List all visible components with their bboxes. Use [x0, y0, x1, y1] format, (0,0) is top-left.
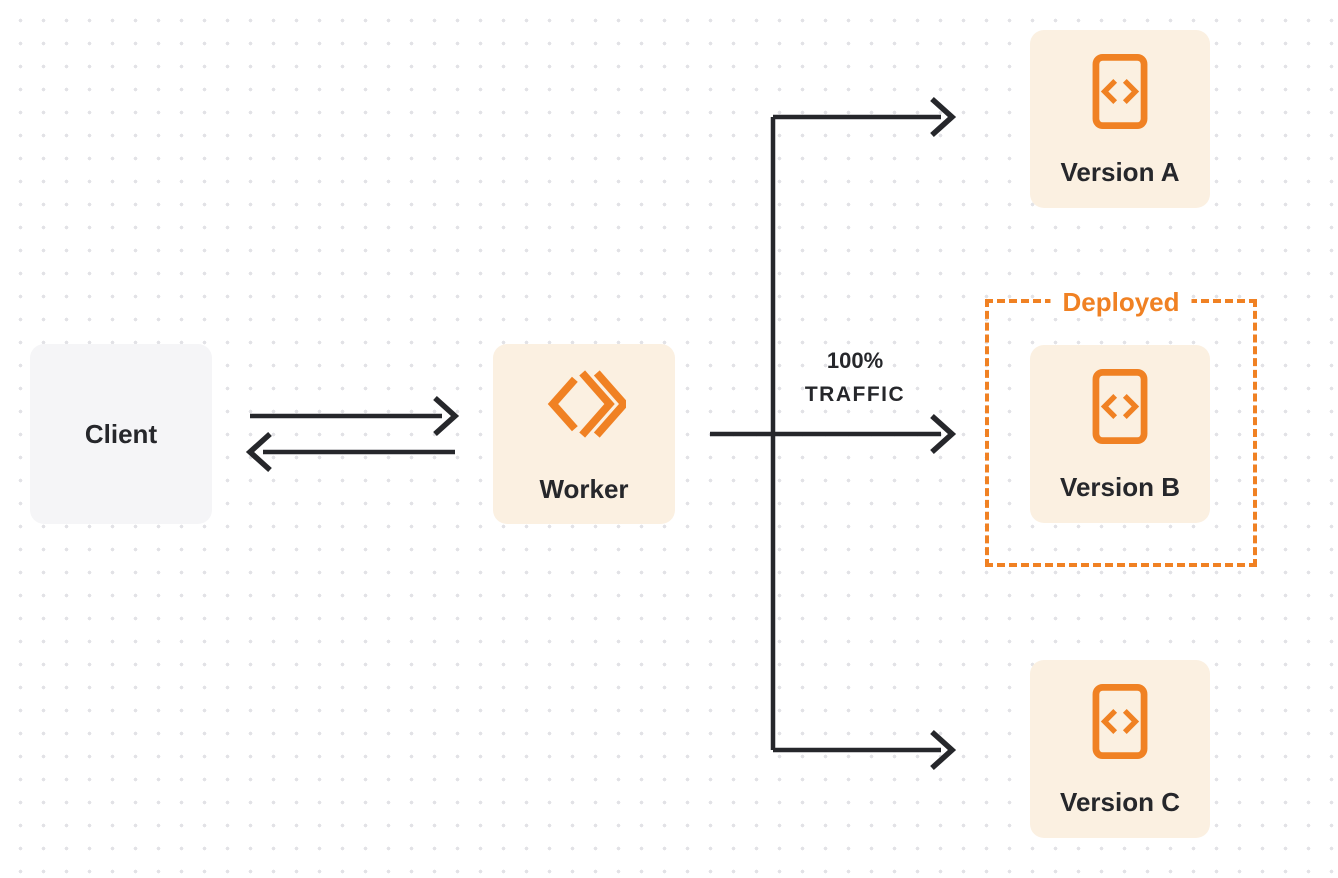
traffic-percent-label: 100% [826, 348, 884, 373]
workers-double-chevron-icon [542, 367, 630, 446]
node-worker: Worker [493, 344, 675, 524]
code-file-icon [1091, 53, 1149, 135]
version-c-label: Version C [1060, 787, 1180, 817]
version-b-label: Version B [1060, 472, 1180, 502]
traffic-annotation: 100% TRAFFIC [765, 348, 945, 406]
arrow-branch-to-version-a [773, 96, 957, 138]
traffic-word-label: TRAFFIC [804, 383, 906, 406]
arrow-client-to-worker [250, 395, 460, 437]
node-version-c: Version C [1030, 660, 1210, 838]
node-version-b: Version B [1030, 345, 1210, 523]
deployed-label: Deployed [1050, 286, 1192, 318]
node-client: Client [30, 344, 212, 524]
arrow-branch-to-version-c [773, 729, 957, 771]
code-file-icon [1091, 368, 1149, 450]
arrow-worker-to-client [245, 431, 455, 473]
client-label: Client [84, 419, 158, 449]
version-a-label: Version A [1060, 157, 1180, 187]
code-file-icon [1091, 683, 1149, 765]
deployed-dashed-container: Deployed [985, 286, 1257, 567]
worker-label: Worker [539, 473, 629, 504]
node-version-a: Version A [1030, 30, 1210, 208]
arrow-worker-to-version-b [710, 413, 957, 455]
